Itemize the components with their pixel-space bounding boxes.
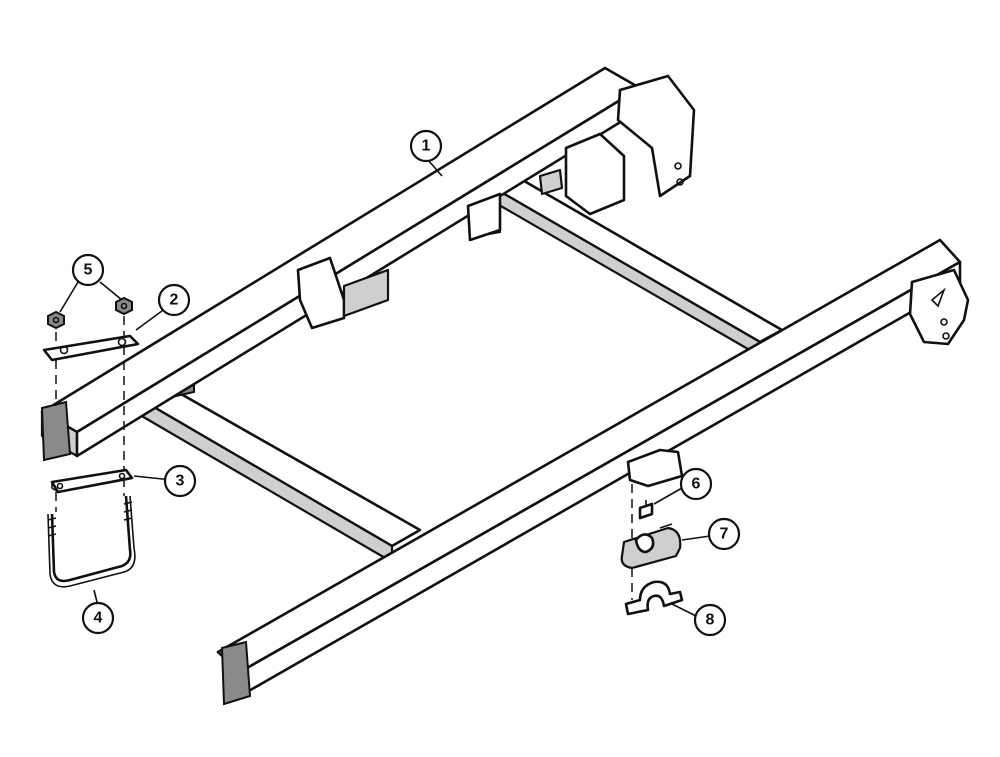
callout-8: 8 <box>693 603 727 637</box>
svg-text:3: 3 <box>176 473 185 490</box>
hose-clamp-block <box>620 523 682 570</box>
leader-lines <box>59 159 711 617</box>
spacer-plate <box>50 468 134 494</box>
u-bolt <box>47 495 136 588</box>
right-rail-mount-bracket <box>626 448 684 488</box>
left-rail-rear-bracket <box>564 132 626 216</box>
right-rail-rear-plate <box>908 268 970 346</box>
svg-text:7: 7 <box>720 526 729 543</box>
left-rail-rear-plate <box>616 74 696 198</box>
left-rail-saddle-plate <box>342 268 390 318</box>
callout-7: 7 <box>707 517 741 551</box>
svg-text:8: 8 <box>706 612 715 629</box>
callout-4: 4 <box>81 601 115 635</box>
callout-3: 3 <box>163 464 197 498</box>
clamp-plate <box>42 334 140 362</box>
callout-1: 1 <box>409 129 443 163</box>
left-rail-end-cap <box>40 400 72 462</box>
right-side-rail <box>216 238 970 706</box>
left-rail-saddle <box>296 256 346 330</box>
small-bolt <box>638 500 654 520</box>
front-cross-beam <box>126 370 422 564</box>
callout-6: 6 <box>679 467 713 501</box>
callout-2: 2 <box>157 283 191 317</box>
right-rail-end-cap <box>220 640 252 706</box>
svg-text:6: 6 <box>692 476 701 493</box>
left-side-rail <box>40 66 696 462</box>
svg-text:4: 4 <box>94 610 103 627</box>
hex-nut-left <box>47 310 65 330</box>
rear-cross-beam <box>474 172 784 358</box>
assembly-lines <box>55 316 633 600</box>
saddle-strap <box>624 580 684 616</box>
hex-nut-right <box>115 296 133 316</box>
svg-text:2: 2 <box>170 292 179 309</box>
svg-text:1: 1 <box>422 138 431 155</box>
callout-5: 5 <box>71 253 105 287</box>
svg-text:5: 5 <box>84 262 93 279</box>
hex-nuts <box>47 296 133 330</box>
